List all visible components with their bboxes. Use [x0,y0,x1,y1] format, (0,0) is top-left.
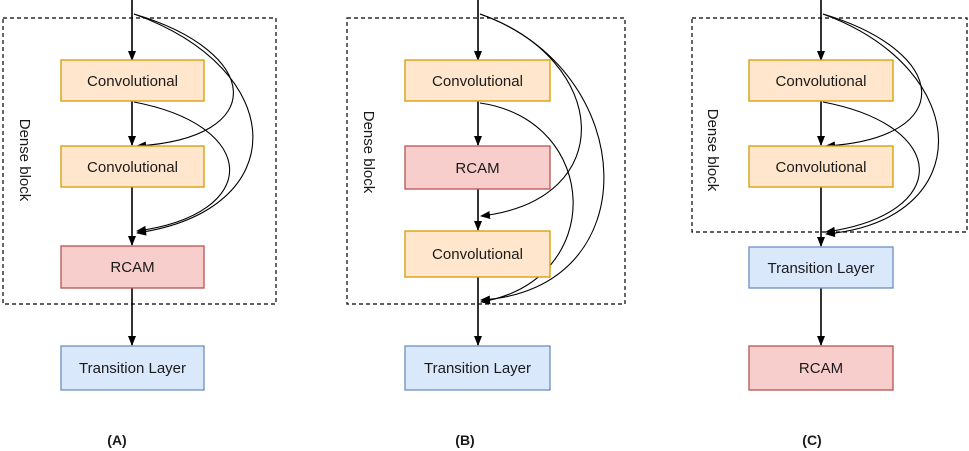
panel-c: Dense block Convolutional Convolutional … [691,0,968,448]
rcam-node [60,245,205,289]
panel-a: Dense block Convolutional Convolutional … [2,0,277,448]
dense-block-frame [2,17,277,305]
rcam-node-label: RCAM [455,160,499,177]
convolutional-node [748,59,894,102]
transition-layer-node-label: Transition Layer [424,360,531,377]
skip-connection [133,13,234,150]
convolutional-node [60,145,205,188]
transition-layer-node [748,246,894,289]
skip-connection [479,102,574,305]
convolutional-node-label: Convolutional [432,246,523,263]
dense-block-frame [691,17,968,233]
convolutional-node [404,230,551,278]
skip-connection [822,101,920,235]
convolutional-node-label: Convolutional [87,159,178,176]
skip-connection [822,13,940,238]
transition-layer-node-label: Transition Layer [768,260,875,277]
rcam-node-label: RCAM [110,259,154,276]
convolutional-node-label: Convolutional [776,73,867,90]
panel-label: (B) [455,432,474,448]
skip-connection [133,101,231,234]
panel-label: (A) [107,432,126,448]
skip-connection [133,13,254,236]
rcam-node [748,345,894,391]
rcam-node-label: RCAM [799,360,843,377]
convolutional-node-label: Convolutional [776,159,867,176]
transition-layer-node-label: Transition Layer [79,360,186,377]
convolutional-node-label: Convolutional [87,73,178,90]
dense-block-label: Dense block [360,111,377,194]
rcam-node [404,145,551,190]
convolutional-node-label: Convolutional [432,73,523,90]
convolutional-node [404,59,551,102]
panel-label: (C) [802,432,821,448]
transition-layer-node [60,345,205,391]
convolutional-node [748,145,894,188]
convolutional-node [60,59,205,102]
dense-block-label: Dense block [704,109,721,192]
panel-b: Dense block Convolutional RCAM Convoluti… [346,0,626,448]
transition-layer-node [404,345,551,391]
skip-connection [479,13,605,304]
dense-block-label: Dense block [16,119,33,202]
skip-connection [822,13,923,150]
